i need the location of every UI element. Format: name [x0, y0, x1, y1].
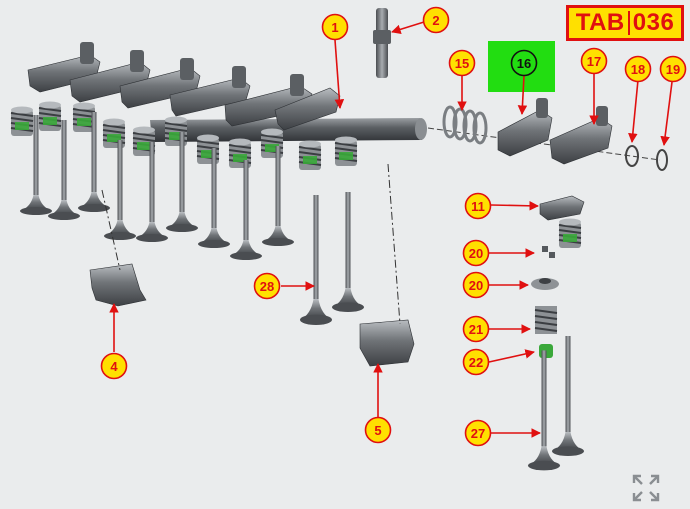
- rocker-shaft-part-1: [150, 118, 661, 161]
- callout-label: 2: [432, 13, 439, 28]
- callout-c11: 11: [464, 192, 492, 220]
- callout-label: 27: [471, 426, 485, 441]
- callout-c4: 4: [100, 352, 128, 380]
- part-17-rocker: [549, 106, 613, 165]
- callout-label: 20: [469, 278, 483, 293]
- part-16-rocker: [497, 98, 553, 157]
- callout-c5: 5: [364, 416, 392, 444]
- spring-kit-right: [531, 217, 582, 358]
- tab-code-number: 036: [632, 9, 675, 36]
- callout-label: 4: [110, 359, 118, 374]
- callout-c15: 15: [448, 49, 476, 77]
- fullscreen-expand-icon[interactable]: [632, 474, 660, 502]
- rocker-arm-assembly: [27, 42, 341, 131]
- part-15-spring: [442, 105, 488, 145]
- callout-c28: 28: [253, 272, 281, 300]
- callout-label: 16: [517, 56, 531, 71]
- callout-label: 20: [469, 246, 483, 261]
- callout-c1: 1: [321, 13, 349, 41]
- callout-c17: 17: [580, 47, 608, 75]
- callout-label: 22: [469, 355, 483, 370]
- part-11-lever: [539, 195, 585, 221]
- part-18-washer: [625, 145, 639, 167]
- callout-label: 19: [666, 62, 680, 77]
- callout-label: 15: [455, 56, 469, 71]
- callout-c20b: 20: [462, 271, 490, 299]
- callout-c16: 16: [510, 49, 538, 77]
- part-28-valves: [300, 192, 364, 325]
- callout-label: 21: [469, 322, 483, 337]
- callout-c19: 19: [659, 55, 687, 83]
- callout-c20a: 20: [462, 239, 490, 267]
- tab-code-badge: TAB 036: [566, 5, 684, 41]
- callout-c22: 22: [462, 348, 490, 376]
- callout-label: 11: [471, 199, 485, 214]
- tab-code-prefix: TAB: [575, 9, 625, 36]
- part-19-clip: [656, 149, 668, 171]
- part-2-pin: [373, 8, 391, 78]
- callout-c21: 21: [462, 315, 490, 343]
- callout-label: 17: [587, 54, 601, 69]
- callout-arrows: [109, 21, 673, 438]
- tab-code-separator: [627, 11, 630, 35]
- callout-c18: 18: [624, 55, 652, 83]
- callout-label: 1: [331, 20, 338, 35]
- callout-label: 5: [374, 423, 381, 438]
- callout-label: 28: [260, 279, 274, 294]
- callout-label: 18: [631, 62, 645, 77]
- callout-c2: 2: [422, 6, 450, 34]
- callout-c27: 27: [464, 419, 492, 447]
- part-4-bracket: [89, 263, 147, 307]
- part-5-bracket: [359, 319, 415, 367]
- part-27-valves: [528, 336, 584, 471]
